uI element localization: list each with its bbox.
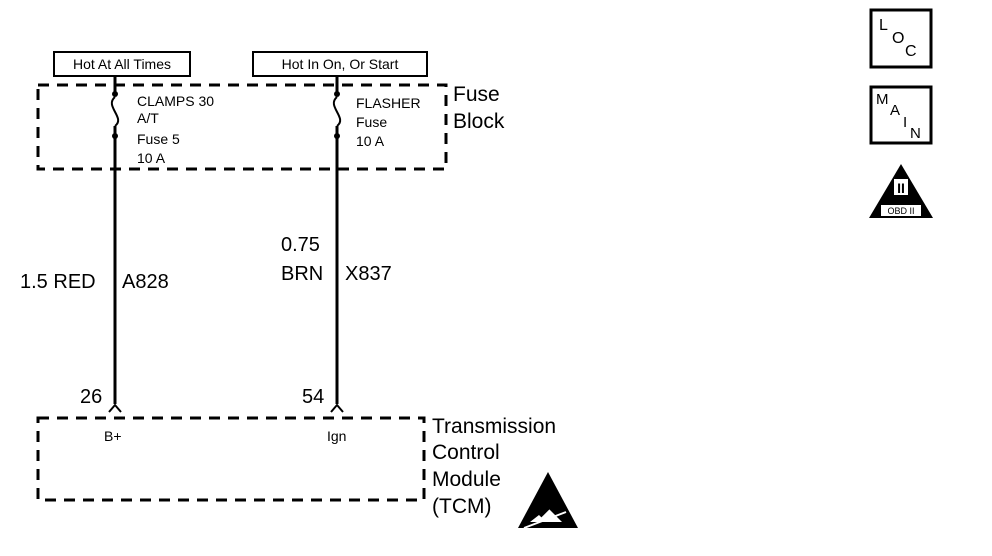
wire-right-color: BRN bbox=[281, 263, 323, 285]
fuse-block-title-line1: Fuse bbox=[453, 83, 500, 106]
power-label-hot-at-all-times: Hot At All Times bbox=[53, 51, 191, 77]
fuse-left-line-0: CLAMPS 30 bbox=[137, 93, 214, 109]
wire-left-size-color: 1.5 RED bbox=[20, 271, 96, 293]
fuse-left-line-3: 10 A bbox=[137, 150, 166, 166]
esd-sensitive-icon bbox=[518, 472, 578, 529]
tcm-title-line-1: Control bbox=[432, 441, 500, 464]
loc-icon: L O C bbox=[869, 8, 933, 69]
fuse-left-symbol bbox=[110, 76, 120, 139]
tcm-pin-26-number: 26 bbox=[80, 386, 102, 408]
svg-text:M: M bbox=[876, 91, 889, 108]
svg-text:L: L bbox=[879, 17, 888, 34]
svg-text:O: O bbox=[892, 30, 904, 47]
tcm-pin-54-label: Ign bbox=[327, 428, 346, 444]
fuse-right-label: FLASHER Fuse 10 A bbox=[356, 95, 421, 149]
svg-text:OBD II: OBD II bbox=[887, 206, 914, 216]
obd-ii-icon: II OBD II bbox=[869, 164, 933, 218]
svg-text:N: N bbox=[910, 125, 921, 142]
tcm-box bbox=[36, 416, 426, 502]
fuse-left-line-1: A/T bbox=[137, 110, 159, 126]
connector-pin-54-icon bbox=[330, 403, 344, 413]
power-label-hot-in-on-or-start: Hot In On, Or Start bbox=[252, 51, 428, 77]
fuse-right-line-2: 10 A bbox=[356, 133, 385, 149]
fuse-left-label: CLAMPS 30 A/T Fuse 5 10 A bbox=[137, 93, 214, 166]
svg-text:C: C bbox=[905, 43, 917, 60]
fuse-right-symbol bbox=[332, 76, 342, 139]
fuse-left-line-2: Fuse 5 bbox=[137, 131, 180, 147]
wire-left-circuit: A828 bbox=[122, 271, 169, 293]
connector-pin-26-icon bbox=[108, 403, 122, 413]
power-label-right-text: Hot In On, Or Start bbox=[282, 56, 399, 72]
tcm-title-line-2: Module bbox=[432, 468, 501, 491]
wire-right-circuit: X837 bbox=[345, 263, 392, 285]
tcm-pin-54-number: 54 bbox=[302, 386, 324, 408]
fuse-right-line-0: FLASHER bbox=[356, 95, 421, 111]
tcm-title-line-0: Transmission bbox=[432, 415, 556, 438]
svg-text:I: I bbox=[903, 114, 907, 131]
wire-right-size: 0.75 bbox=[281, 234, 320, 256]
fuse-right-line-1: Fuse bbox=[356, 114, 387, 130]
svg-text:II: II bbox=[897, 180, 905, 196]
fuse-block-box bbox=[36, 83, 448, 171]
tcm-pin-26-label: B+ bbox=[104, 428, 122, 444]
svg-text:A: A bbox=[890, 102, 900, 119]
fuse-block-title-line2: Block bbox=[453, 110, 505, 133]
power-label-left-text: Hot At All Times bbox=[73, 56, 171, 72]
main-icon: M A I N bbox=[869, 85, 933, 145]
tcm-title-line-3: (TCM) bbox=[432, 495, 491, 518]
